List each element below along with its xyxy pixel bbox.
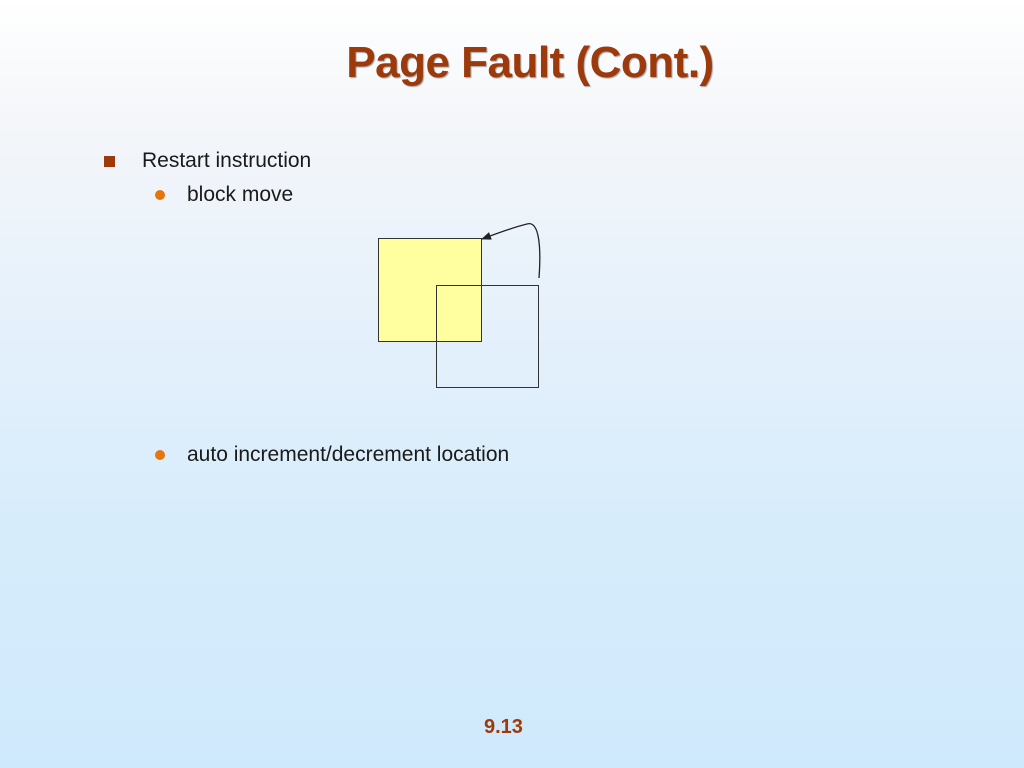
page-number: 9.13 [484,716,523,738]
square-bullet-icon [104,155,115,167]
bullet-restart-instruction: Restart instruction [104,147,311,175]
sub-bullet-text: auto increment/decrement location [187,443,510,466]
round-bullet-icon [155,190,165,200]
round-bullet-icon [155,450,165,460]
sub-bullet-auto-increment: auto increment/decrement location [155,441,509,469]
bullet-text: Restart instruction [142,149,312,172]
sub-bullet-block-move: block move [155,181,293,209]
sub-bullet-text: block move [187,183,294,206]
destination-block [436,285,539,388]
curved-arrow-icon [481,223,541,279]
block-move-diagram [378,223,541,388]
source-block [378,238,482,342]
slide-title: Page Fault (Cont.) [346,38,714,87]
